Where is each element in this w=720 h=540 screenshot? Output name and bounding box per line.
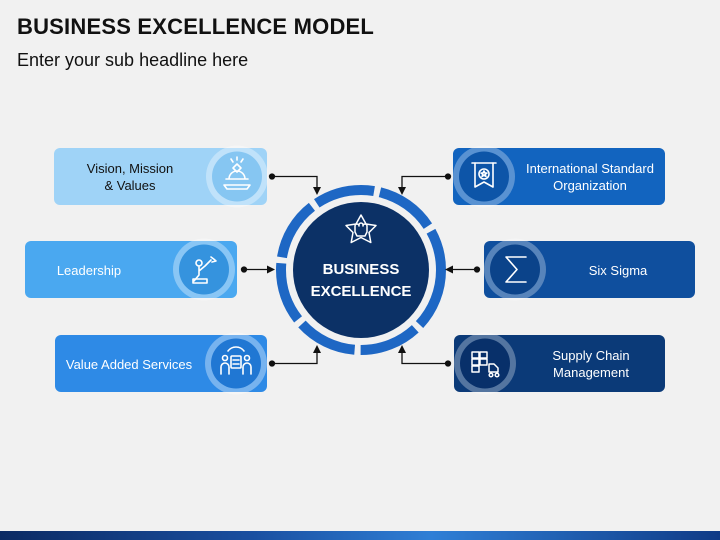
box-international-standard-organization (453, 145, 665, 208)
banner-star-icon (471, 162, 497, 188)
label-supply-chain-management: Supply Chain Management (552, 348, 630, 380)
center-outer-ring (276, 185, 446, 355)
label-international-standard-organization: International Standard Organization (526, 161, 654, 193)
person-flag-icon (192, 256, 217, 284)
box-shape (55, 335, 267, 392)
label-vision-mission-values: Vision, Mission & Values (86, 161, 174, 193)
box-shape (454, 335, 665, 392)
service-people-icon (220, 346, 252, 375)
box-leadership (25, 238, 237, 301)
label-leadership: Leadership (56, 262, 122, 278)
page-subtitle: Enter your sub headline here (17, 50, 249, 70)
footer-bar (0, 531, 720, 540)
award-tray-icon (223, 156, 251, 190)
star-fist-icon (345, 214, 377, 244)
center-core (293, 202, 429, 338)
icon-circle (212, 151, 262, 202)
connectors (240, 173, 481, 367)
icon-circle (459, 151, 509, 202)
box-shape (54, 148, 267, 205)
arrow-services-to-center (272, 345, 321, 365)
icon-circle (179, 244, 229, 295)
icon-circle (490, 244, 540, 295)
label-value-added-services: Value Added Services (65, 356, 193, 372)
box-shape (484, 241, 695, 298)
box-value-added-services (55, 332, 267, 395)
center-label: BUSINESS EXCELLENCE (310, 261, 412, 300)
box-supply-chain-management (454, 332, 665, 395)
arrow-supplychain-to-center (398, 345, 448, 365)
arrow-vision-to-center (272, 175, 321, 195)
arrow-iso-to-center (398, 175, 448, 195)
box-vision-mission-values (54, 145, 268, 208)
label-six-sigma: Six Sigma (588, 262, 648, 278)
page-title: BUSINESS EXCELLENCE MODEL (17, 14, 375, 39)
box-shape (453, 148, 665, 205)
warehouse-truck-icon (471, 351, 500, 378)
box-six-sigma (484, 238, 695, 301)
center-circle (276, 185, 446, 355)
icon-circle (460, 338, 510, 389)
sigma-icon (505, 256, 527, 283)
